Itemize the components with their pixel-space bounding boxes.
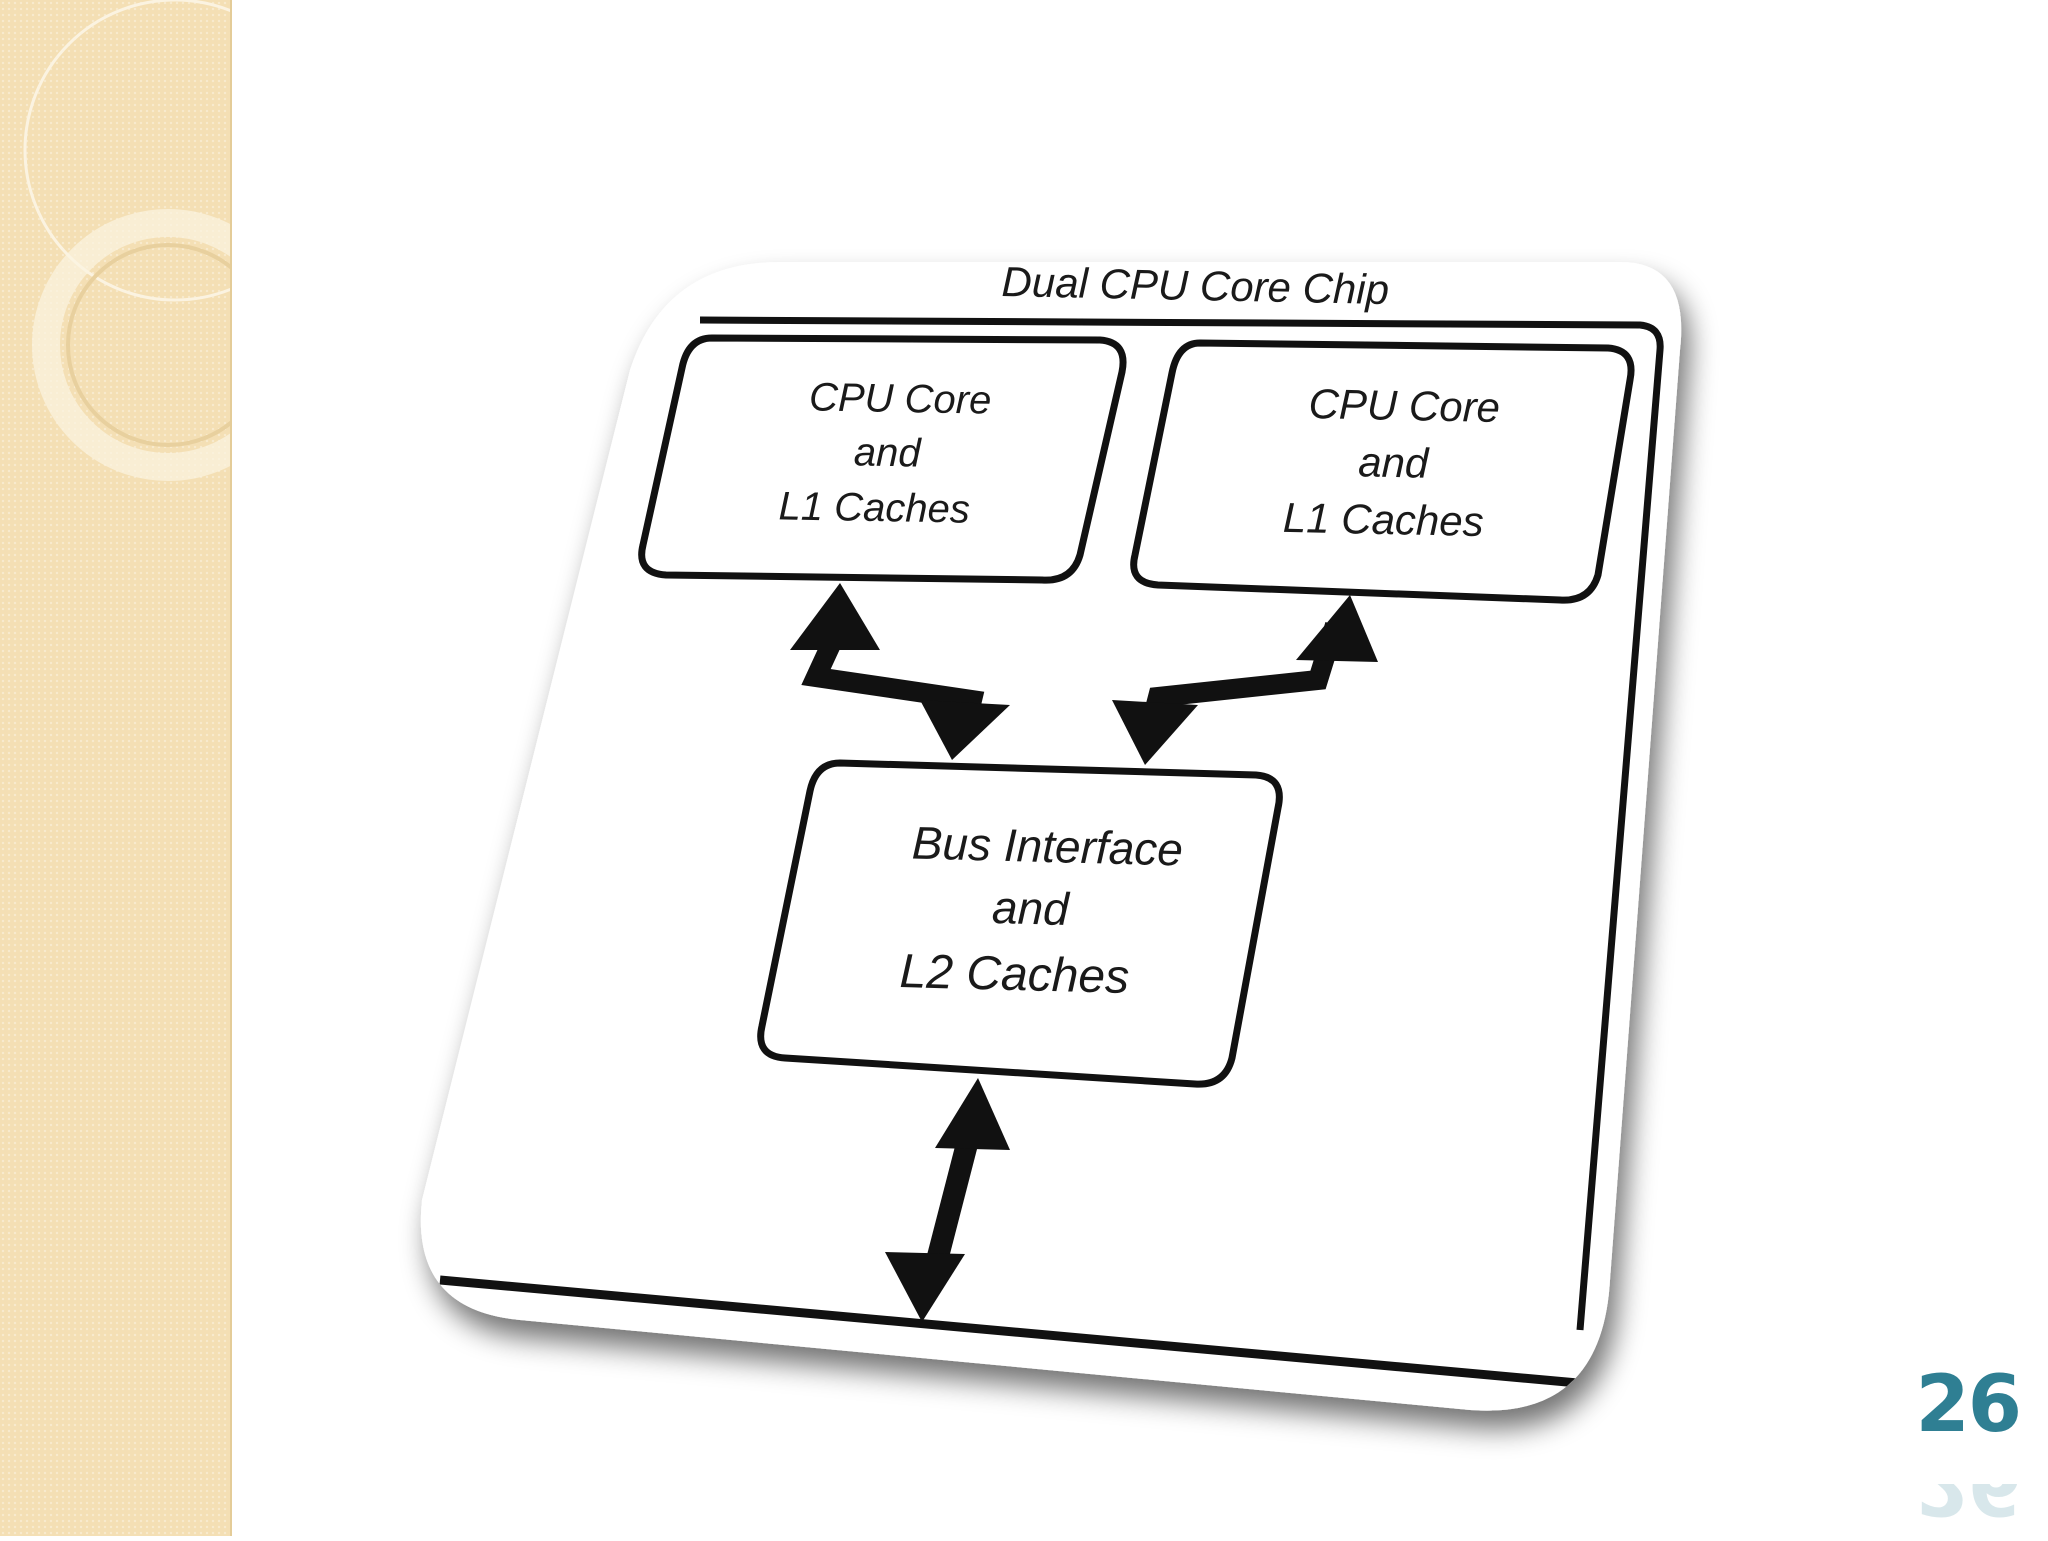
bus-interface-line3: L2 Caches [899, 945, 1130, 1004]
cpu-core-right-line1: CPU Core [1308, 380, 1500, 431]
cpu-core-left-line2: and [853, 430, 922, 475]
cpu-core-left-line3: L1 Caches [778, 484, 970, 531]
cpu-core-right-line3: L1 Caches [1282, 494, 1484, 545]
cpu-core-right-line2: and [1358, 438, 1431, 486]
page-number-reflection: 26 [1915, 1484, 2020, 1524]
page-number: 26 [1915, 1366, 2020, 1444]
bus-interface-line2: and [991, 881, 1071, 935]
cpu-core-left-line1: CPU Core [809, 375, 992, 422]
chip-title: Dual CPU Core Chip [1001, 258, 1389, 313]
bus-interface-line1: Bus Interface [911, 816, 1183, 875]
